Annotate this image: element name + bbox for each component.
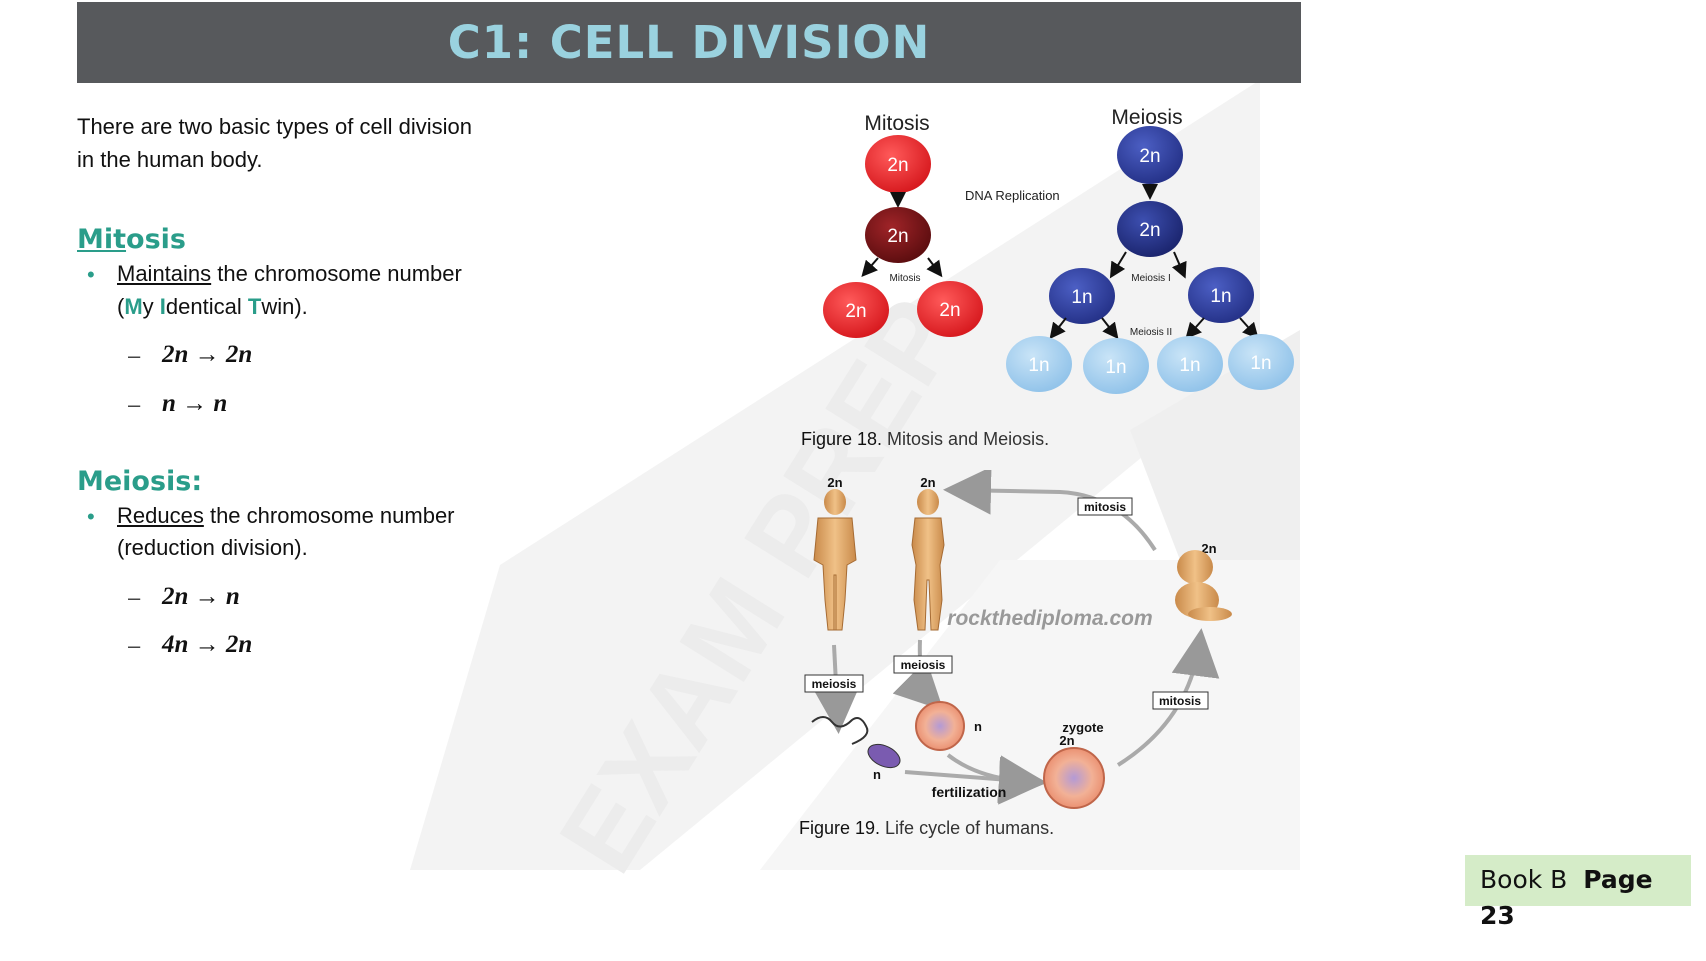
gamete-cell xyxy=(1083,338,1149,394)
meiosis-bullet-text: Reduces the chromosome number xyxy=(117,503,455,529)
cell-label: 1n xyxy=(1071,287,1092,308)
mitosis-right-label: mitosis xyxy=(1159,694,1201,708)
meiosis-heading: Meiosis: xyxy=(77,466,203,497)
fertilization-label: fertilization xyxy=(932,784,1007,800)
mitosis-heading-underlined: Mit xyxy=(77,224,127,255)
page-reference-text: Book B Page 23 xyxy=(1480,862,1706,934)
mitosis-top-label: mitosis xyxy=(1084,500,1126,514)
dash-icon: – xyxy=(128,343,141,368)
page-word: Page xyxy=(1583,865,1653,894)
figure-19-text: Life cycle of humans. xyxy=(880,818,1055,838)
zygote-label: zygote xyxy=(1062,720,1103,735)
cell-label: 2n xyxy=(887,155,908,176)
mitosis-cell-parent xyxy=(865,135,931,193)
figure-18-diagram: Mitosis Meiosis DNA Replication 2n 2n Mi… xyxy=(823,106,1294,394)
dna-replication-label: DNA Replication xyxy=(965,188,1060,203)
zygote-cell xyxy=(1043,747,1105,809)
page-number: 23 xyxy=(1480,901,1515,930)
mitosis-cell-replicated xyxy=(865,207,931,263)
title-bar xyxy=(77,2,1301,83)
dash-icon: – xyxy=(128,633,141,658)
gamete-cell xyxy=(1228,334,1294,390)
mitosis-equation-2: n → n xyxy=(162,390,228,417)
mitosis-heading: Mitosis xyxy=(77,224,186,255)
maintains-word: Maintains xyxy=(117,261,212,286)
mnemonic-line: (My Identical Twin). xyxy=(117,294,308,320)
reduces-word: Reduces xyxy=(117,503,204,528)
intro-line-1: There are two basic types of cell divisi… xyxy=(77,114,472,139)
mnemonic-m: M xyxy=(124,294,143,319)
cell-label: 2n xyxy=(887,226,908,247)
cell-label: 2n xyxy=(845,301,866,322)
mitosis-bullet-text: Maintains the chromosome number xyxy=(117,261,462,287)
male-ploidy-label: 2n xyxy=(827,475,842,490)
cell-label: 1n xyxy=(1250,353,1271,374)
cell-label: 1n xyxy=(1028,355,1049,376)
female-figure xyxy=(911,489,945,631)
female-ploidy-label: 2n xyxy=(920,475,935,490)
cell-label: 2n xyxy=(939,300,960,321)
meiosis-i-label: Meiosis I xyxy=(1131,273,1170,284)
mnemonic-dentical: dentical xyxy=(165,294,248,319)
bullet-icon: • xyxy=(87,262,95,287)
intro-line-2: in the human body. xyxy=(77,147,263,172)
zygote-ploidy-label: 2n xyxy=(1059,733,1074,748)
mnemonic-win: win). xyxy=(261,294,308,319)
mnemonic-y: y xyxy=(142,294,160,319)
figure-18-caption: Figure 18. Mitosis and Meiosis. xyxy=(801,429,1049,450)
cell-label: 1n xyxy=(1105,357,1126,378)
page-reference-badge xyxy=(1465,855,1691,906)
bullet-icon: • xyxy=(87,504,95,529)
figure-19-diagram: 2n 2n 2n mitosis rockthediploma.com meio… xyxy=(804,470,1232,809)
book-label: Book B xyxy=(1480,865,1568,894)
figure-19-caption: Figure 19. Life cycle of humans. xyxy=(799,818,1054,839)
cell-label: 2n xyxy=(1139,220,1160,241)
maintains-rest: the chromosome number xyxy=(211,261,462,286)
rockthediploma-watermark: rockthediploma.com xyxy=(947,607,1152,630)
figure-19-number: Figure 19. xyxy=(799,818,881,838)
meiosis-cell-replicated xyxy=(1117,201,1183,257)
meiosis-ii-label: Meiosis II xyxy=(1130,327,1172,338)
mitosis-daughter-cell xyxy=(823,282,889,338)
baby-ploidy-label: 2n xyxy=(1201,541,1216,556)
mitosis-column-label: Mitosis xyxy=(864,112,929,135)
meiosis-mid-label: meiosis xyxy=(901,658,946,672)
meiosis-line-2: (reduction division). xyxy=(117,535,308,560)
dash-icon: – xyxy=(128,585,141,610)
meiosis-i-cell xyxy=(1188,267,1254,323)
gamete-cell xyxy=(1157,336,1223,392)
cell-label: 1n xyxy=(1210,286,1231,307)
mitosis-step-label: Mitosis xyxy=(889,273,920,284)
mnemonic-t: T xyxy=(247,294,262,319)
mnemonic-i: I xyxy=(159,294,166,319)
egg-ploidy-label: n xyxy=(974,719,982,734)
cell-label: 2n xyxy=(1139,146,1160,167)
sperm-cell xyxy=(811,716,901,769)
gamete-cell xyxy=(1006,336,1072,392)
meiosis-i-cell xyxy=(1049,268,1115,324)
reduces-rest: the chromosome number xyxy=(203,503,455,528)
page-title: C1: CELL DIVISION xyxy=(447,16,931,69)
mnemonic-open: ( xyxy=(117,294,125,319)
meiosis-left-label: meiosis xyxy=(812,677,857,691)
meiosis-equation-1: 2n → n xyxy=(162,583,240,610)
meiosis-equation-2: 4n → 2n xyxy=(162,631,253,658)
egg-cell xyxy=(915,701,965,751)
male-figure xyxy=(813,489,857,631)
mitosis-heading-rest: osis xyxy=(126,224,186,255)
figure-18-number: Figure 18. xyxy=(801,429,883,449)
meiosis-cell-parent xyxy=(1117,126,1183,184)
baby-figure xyxy=(1175,550,1232,621)
mitosis-equation-1: 2n → 2n xyxy=(162,341,253,368)
dash-icon: – xyxy=(128,392,141,417)
figure-18-text: Mitosis and Meiosis. xyxy=(882,429,1050,449)
meiosis-column-label: Meiosis xyxy=(1111,106,1182,129)
sperm-ploidy-label: n xyxy=(873,767,881,782)
mitosis-daughter-cell xyxy=(917,281,983,337)
cell-label: 1n xyxy=(1179,355,1200,376)
